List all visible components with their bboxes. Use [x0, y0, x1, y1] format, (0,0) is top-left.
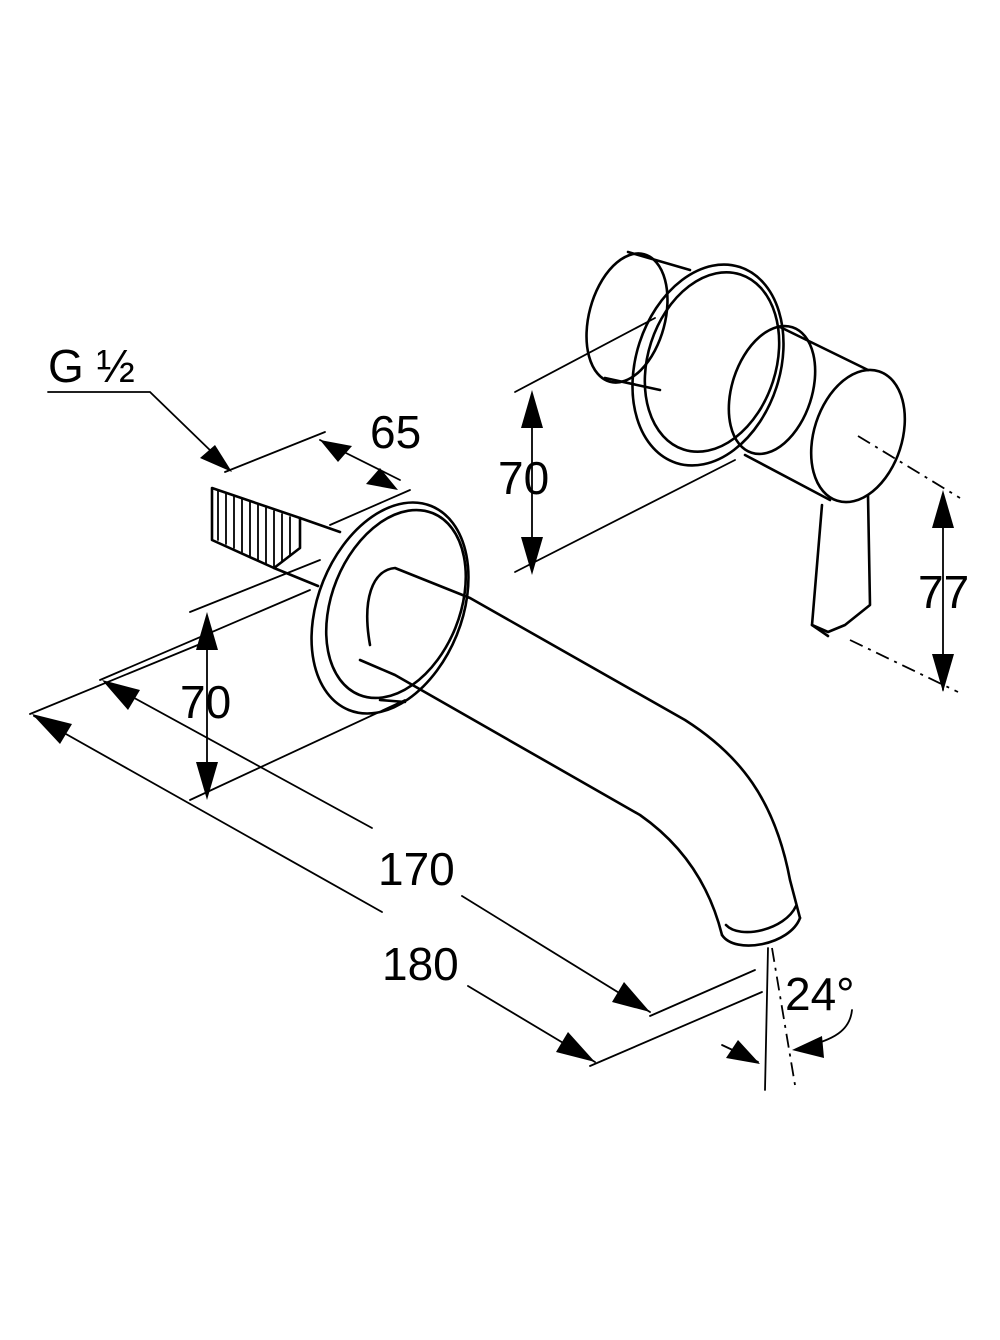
- mixer-rosette-label: 70: [498, 452, 549, 504]
- dim-spout-rosette: 70: [180, 559, 406, 801]
- dim-spout-angle: 24°: [721, 947, 855, 1091]
- dim-thread-depth: 65: [224, 406, 421, 526]
- mixer-lever: [810, 493, 872, 638]
- mixer-rosette: [631, 263, 785, 467]
- spout-180-label: 180: [382, 938, 459, 990]
- dim-spout-180: 180: [29, 639, 763, 1067]
- dim-mixer-rosette: 70: [498, 317, 736, 575]
- dim-spout-170: 170: [99, 589, 756, 1017]
- spout-170-label: 170: [378, 843, 455, 895]
- mixer-assembly: 70 77: [498, 250, 969, 693]
- thread-leader: G ½: [47, 340, 232, 472]
- threaded-connector: [210, 486, 342, 588]
- spout-rosette-label: 70: [180, 676, 231, 728]
- dim-lever-77: 77: [849, 435, 969, 693]
- mixer-body: [727, 324, 907, 504]
- thread-depth-label: 65: [370, 406, 421, 458]
- lever-77-label: 77: [918, 566, 969, 618]
- spout-assembly: G ½ 65 70 170: [29, 340, 855, 1091]
- spout-rosette: [310, 501, 470, 715]
- spout-angle-label: 24°: [785, 968, 855, 1020]
- thread-size-label: G ½: [48, 340, 135, 392]
